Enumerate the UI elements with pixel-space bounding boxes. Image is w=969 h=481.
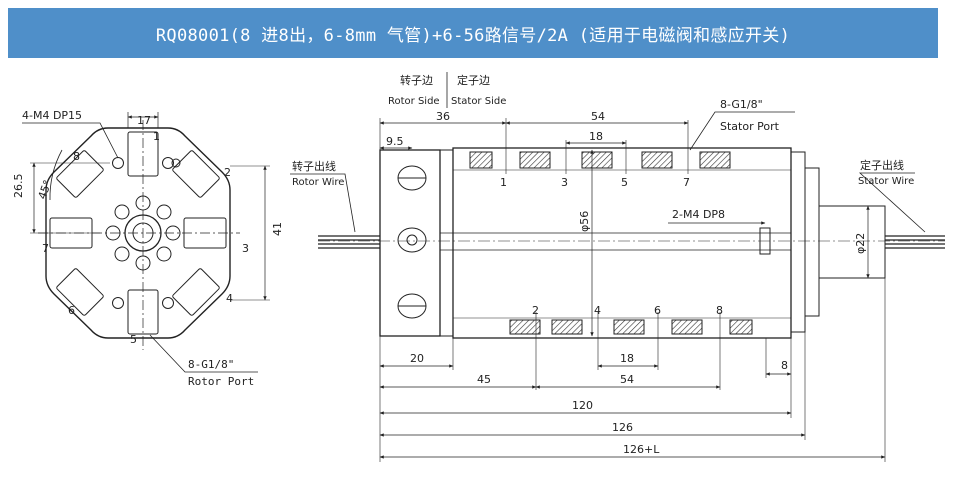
side-port-7: 7: [683, 176, 690, 189]
side-port-1: 1: [500, 176, 507, 189]
title-banner: RQ08001(8 进8出，6-8mm 气管)+6-56路信号/2A (适用于电…: [8, 8, 938, 58]
end-port-6: 6: [68, 304, 75, 317]
dim-36: 36: [436, 110, 450, 123]
rotor-port-sub: Rotor Port: [188, 375, 254, 388]
side-view-labels: 转子边 定子边 Rotor Side Stator Side 转子出线 Roto…: [292, 73, 914, 456]
dim-126: 126: [612, 421, 633, 434]
stator-wire-en: Stator Wire: [858, 176, 914, 187]
rotor-wire-en: Rotor Wire: [292, 177, 344, 188]
port-block-2: [172, 150, 220, 198]
dim-8: 8: [781, 359, 788, 372]
dim-20: 20: [410, 352, 424, 365]
end-view-labels: 4-M4 DP15 17 26.5 45° 41 1 2 3 4 5 6 7 8…: [12, 109, 284, 388]
side-port-6: 6: [654, 304, 661, 317]
dim-9-5: 9.5: [386, 135, 404, 148]
banner-title: RQ08001(8 进8出，6-8mm 气管)+6-56路信号/2A (适用于电…: [155, 25, 791, 46]
dim-dia-56: φ56: [578, 211, 591, 232]
end-hole-spec: 4-M4 DP15: [22, 109, 82, 122]
stator-port-sub: Stator Port: [720, 120, 780, 133]
stator-wire-cn: 定子出线: [860, 158, 904, 172]
dim-120: 120: [572, 399, 593, 412]
side-view: [290, 72, 945, 462]
dim-dia-22: φ22: [854, 233, 867, 254]
end-dim-17: 17: [137, 114, 151, 127]
port-block-6: [56, 268, 104, 316]
stator-hub: [818, 205, 886, 279]
end-port-8: 8: [73, 150, 80, 163]
stator-side-cn: 定子边: [457, 73, 490, 87]
side-port-8: 8: [716, 304, 723, 317]
end-dim-angle: 45°: [36, 178, 55, 201]
stator-flange: [790, 151, 806, 333]
rotor-wire-cn: 转子出线: [292, 159, 336, 173]
end-port-2: 2: [224, 166, 231, 179]
end-dim-26-5: 26.5: [12, 174, 25, 199]
dim-54-top: 54: [591, 110, 605, 123]
end-port-5: 5: [130, 333, 137, 346]
hole-spec-m4: 2-M4 DP8: [672, 208, 725, 221]
side-port-2: 2: [532, 304, 539, 317]
side-port-4: 4: [594, 304, 601, 317]
stator-port-title: 8-G1/8": [720, 98, 763, 111]
end-dim-41: 41: [271, 222, 284, 236]
end-port-1: 1: [153, 130, 160, 143]
end-port-3: 3: [242, 242, 249, 255]
end-view: [22, 112, 270, 373]
side-port-3: 3: [561, 176, 568, 189]
rotor-flange: [379, 149, 441, 337]
dim-18-bot: 18: [620, 352, 634, 365]
rotor-side-en: Rotor Side: [388, 96, 440, 107]
dim-126-l: 126+L: [623, 443, 660, 456]
end-view-body: [45, 127, 231, 339]
dim-18-top: 18: [589, 130, 603, 143]
dim-54-bot: 54: [620, 373, 634, 386]
port-block-8: [56, 150, 104, 198]
rotor-port-title: 8-G1/8": [188, 358, 234, 371]
end-port-4: 4: [226, 292, 233, 305]
stator-side-en: Stator Side: [451, 96, 506, 107]
rotor-side-cn: 转子边: [400, 73, 433, 87]
dim-45: 45: [477, 373, 491, 386]
end-port-7: 7: [42, 242, 49, 255]
side-port-5: 5: [621, 176, 628, 189]
port-block-4: [172, 268, 220, 316]
